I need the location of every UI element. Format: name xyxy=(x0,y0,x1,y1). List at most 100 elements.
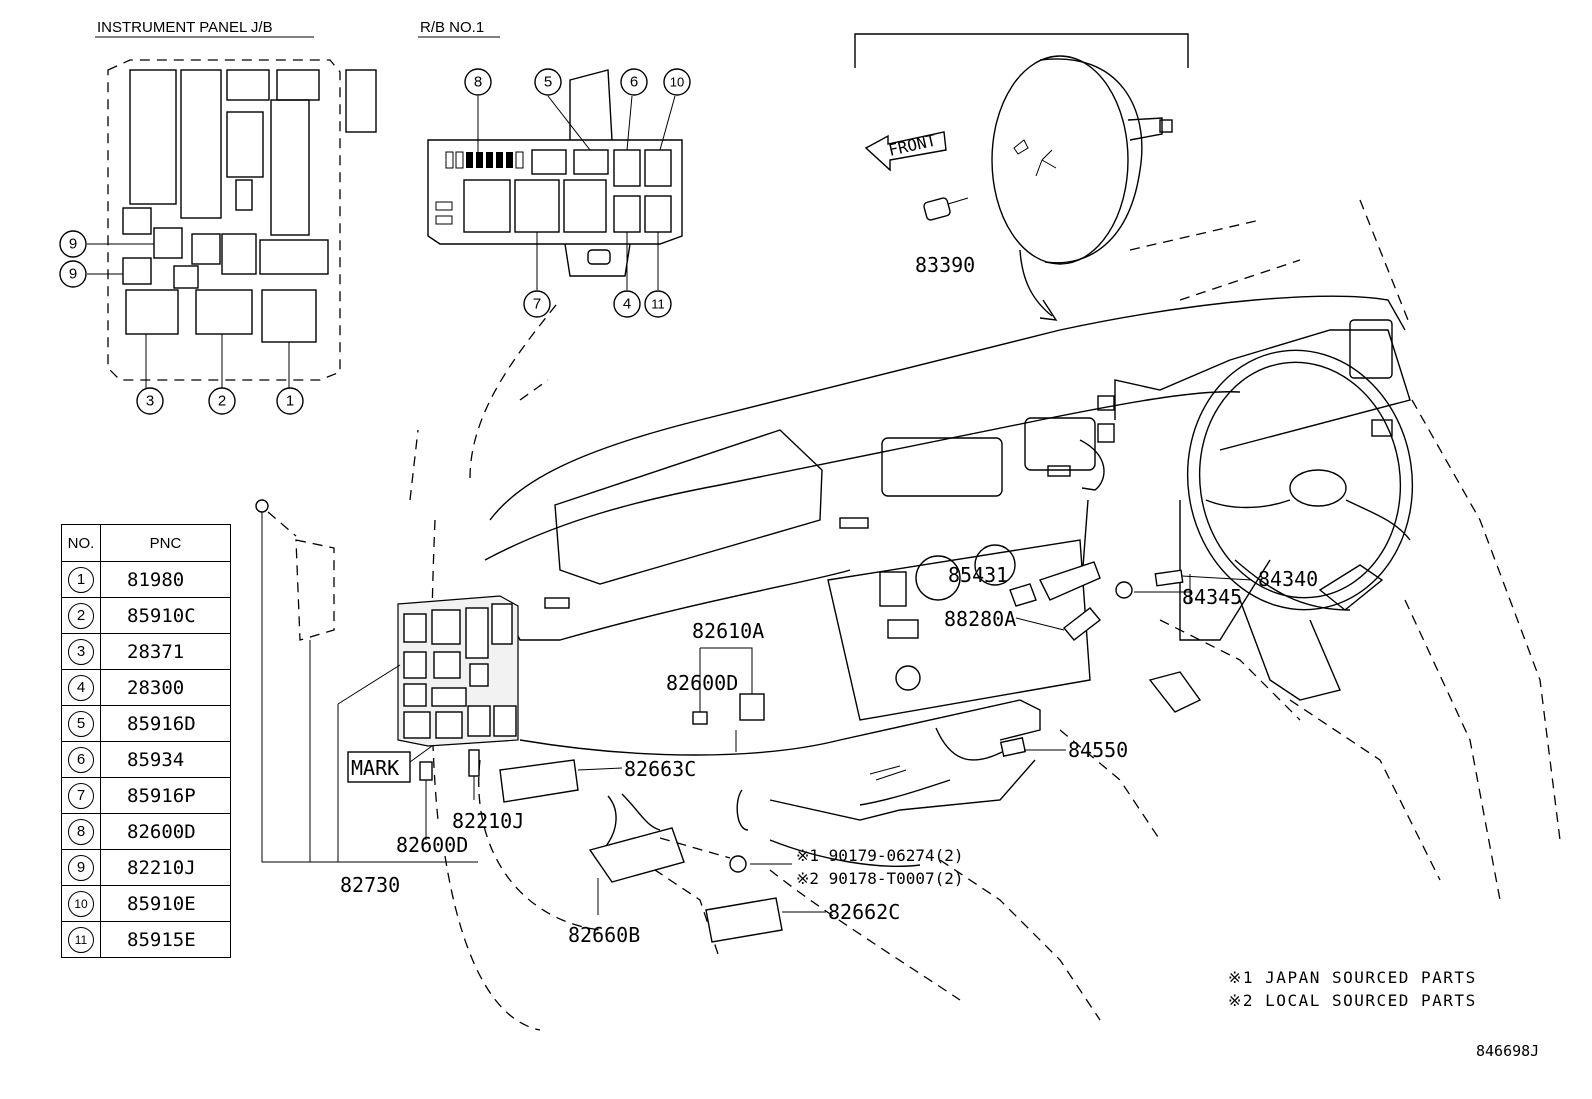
front-arrow-shape xyxy=(864,131,947,172)
bracket-82660B xyxy=(588,827,685,883)
callout-84550: 84550 xyxy=(1068,738,1128,762)
svg-text:8: 8 xyxy=(474,74,482,91)
fuse-row xyxy=(445,151,524,169)
legend-row-pnc: 82600D xyxy=(100,813,231,850)
legend-header-row: NO. PNC xyxy=(61,524,231,562)
mark-box xyxy=(347,751,411,783)
callout-circle-9b: 9 xyxy=(59,260,87,288)
legend-row-pnc: 85910C xyxy=(100,597,231,634)
relay-88280A xyxy=(1062,607,1102,641)
legend-row-no: 2 xyxy=(68,602,94,629)
cable-84550 xyxy=(935,727,1003,761)
callout-82660B: 82660B xyxy=(568,923,640,947)
legend-row-no: 10 xyxy=(68,890,94,917)
callout-circle-10: 10 xyxy=(663,68,691,96)
callout-82730: 82730 xyxy=(340,873,400,897)
note-local-sourced: ※2 LOCAL SOURCED PARTS xyxy=(1228,991,1477,1010)
legend-row-pnc: 81980 xyxy=(100,561,231,598)
legend-header-no: NO. xyxy=(61,524,101,562)
brake-booster-figure: FRONT 83390 xyxy=(854,33,1189,321)
connector-82662C xyxy=(705,897,783,943)
right-side-parts: 85431 88280A 84340 84345 84550 xyxy=(935,561,1318,762)
legend-row-no: 1 xyxy=(68,566,94,593)
callout-circle-4: 4 xyxy=(613,290,641,318)
svg-text:4: 4 xyxy=(623,296,631,313)
relay-82210J xyxy=(468,749,480,777)
legend-row-no: 9 xyxy=(68,854,94,881)
legend-row-no: 8 xyxy=(68,818,94,845)
callout-82600D-lower: 82600D xyxy=(396,833,468,857)
svg-text:9: 9 xyxy=(69,236,77,253)
svg-text:7: 7 xyxy=(533,296,541,313)
jb-title: INSTRUMENT PANEL J/B xyxy=(97,19,273,36)
legend-row-pnc: 85916P xyxy=(100,777,231,814)
relay-82610A xyxy=(739,693,765,721)
callout-bolt-local: ※2 90178-T0007(2) xyxy=(796,869,964,888)
note-japan-sourced: ※1 JAPAN SOURCED PARTS xyxy=(1228,968,1477,987)
cushion-84345 xyxy=(1115,581,1133,599)
callout-82662C: 82662C xyxy=(828,900,900,924)
legend-row-no: 6 xyxy=(68,746,94,773)
fuse-82600D xyxy=(419,761,433,781)
rb-title: R/B NO.1 xyxy=(420,19,484,36)
mark-label: MARK xyxy=(351,756,399,780)
svg-text:2: 2 xyxy=(218,393,226,410)
svg-text:1: 1 xyxy=(286,393,294,410)
svg-text:3: 3 xyxy=(146,393,154,410)
junction-block-assembly-82730: 82730 MARK 82210J 82600D xyxy=(255,499,524,897)
callout-82600D-upper: 82600D xyxy=(666,671,738,695)
callout-circle-11: 11 xyxy=(644,290,672,318)
callout-circle-7: 7 xyxy=(523,290,551,318)
callout-82610A: 82610A xyxy=(692,619,764,643)
legend-row-pnc: 85910E xyxy=(100,885,231,922)
svg-text:10: 10 xyxy=(670,75,684,90)
callout-83390: 83390 xyxy=(915,253,975,277)
legend-row-pnc: 85934 xyxy=(100,741,231,778)
switch-84340 xyxy=(1154,569,1184,587)
callout-82663C: 82663C xyxy=(624,757,696,781)
callout-circle-9a: 9 xyxy=(59,230,87,258)
fuse-82600D-center xyxy=(692,711,708,725)
legend-row-no: 11 xyxy=(68,926,94,953)
callout-84345: 84345 xyxy=(1182,585,1242,609)
instrument-panel-dashboard xyxy=(409,199,1561,1031)
svg-text:5: 5 xyxy=(544,74,552,91)
callout-84340: 84340 xyxy=(1258,567,1318,591)
legend-row-no: 5 xyxy=(68,710,94,737)
legend-row-pnc: 82210J xyxy=(100,849,231,886)
center-parts: 82610A 82600D 82663C 82660B ※1 90179-062… xyxy=(499,619,964,947)
legend-row-pnc: 85916D xyxy=(100,705,231,742)
legend-header-pnc: PNC xyxy=(100,524,231,562)
callout-82210J: 82210J xyxy=(452,809,524,833)
brake-switch-83390 xyxy=(923,197,951,221)
callout-bolt-japan: ※1 90179-06274(2) xyxy=(796,846,964,865)
instrument-panel-jb-figure: INSTRUMENT PANEL J/B 9 9 3 2 1 xyxy=(59,19,377,415)
callout-85431: 85431 xyxy=(948,563,1008,587)
connector-82663C xyxy=(499,759,579,803)
svg-text:9: 9 xyxy=(69,266,77,283)
callout-circle-2: 2 xyxy=(208,387,236,415)
steering-wheel xyxy=(1186,349,1414,611)
callout-circle-5: 5 xyxy=(534,68,562,96)
callout-circle-8: 8 xyxy=(464,68,492,96)
callout-circle-3: 3 xyxy=(136,387,164,415)
callout-circle-6: 6 xyxy=(620,68,648,96)
legend-row-no: 4 xyxy=(68,674,94,701)
svg-text:6: 6 xyxy=(630,74,638,91)
legend-row-no: 7 xyxy=(68,782,94,809)
legend-row-pnc: 28300 xyxy=(100,669,231,706)
